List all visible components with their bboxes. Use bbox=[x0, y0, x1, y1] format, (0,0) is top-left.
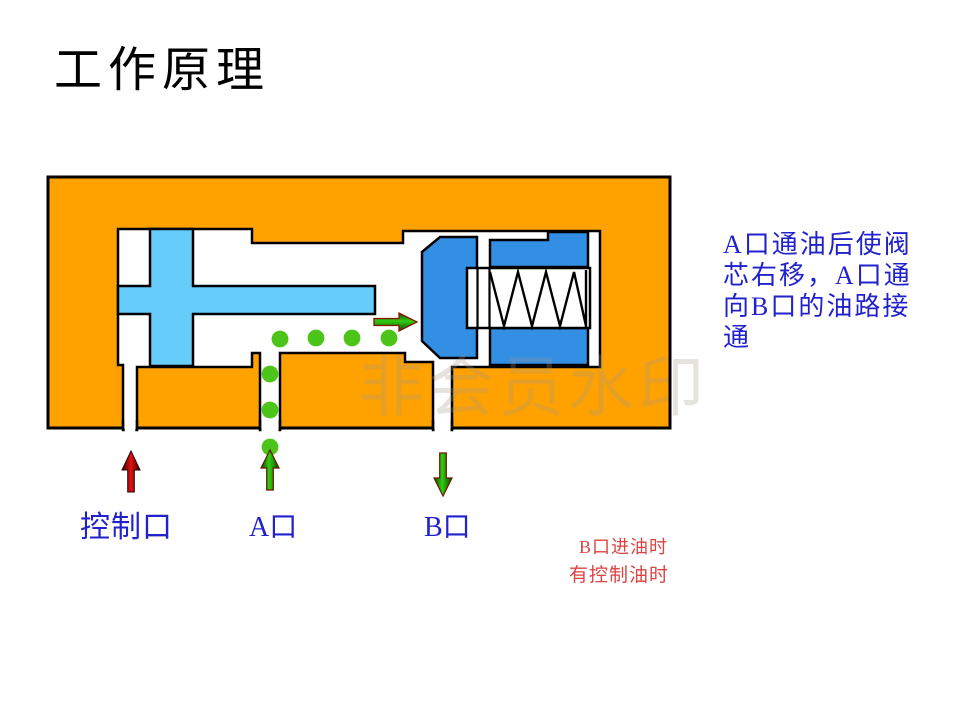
return-spring bbox=[465, 266, 592, 331]
port-b-arrow-icon bbox=[433, 452, 453, 498]
control-port-label: 控制口 bbox=[80, 511, 173, 544]
annotation-text: A口通油后使阀 芯右移，A口通 向B口的油路接 通 bbox=[723, 230, 912, 352]
control-port-arrow-icon bbox=[121, 449, 141, 493]
oil-flow-dots bbox=[261, 329, 398, 456]
port-b-label: B口 bbox=[424, 512, 471, 543]
port-a-label: A口 bbox=[249, 512, 298, 543]
note-control-oil: 有控制油时 bbox=[569, 565, 670, 586]
spring-seat-bottom bbox=[488, 326, 590, 367]
note-b-port-inlet: B口进油时 bbox=[579, 537, 669, 557]
poppet-head bbox=[420, 235, 479, 360]
port-openings bbox=[121, 420, 454, 433]
flow-right-arrow-icon bbox=[373, 311, 419, 333]
page-title: 工作原理 bbox=[54, 44, 271, 97]
port-a-arrow-icon bbox=[260, 448, 280, 491]
pilot-spool bbox=[116, 227, 377, 368]
